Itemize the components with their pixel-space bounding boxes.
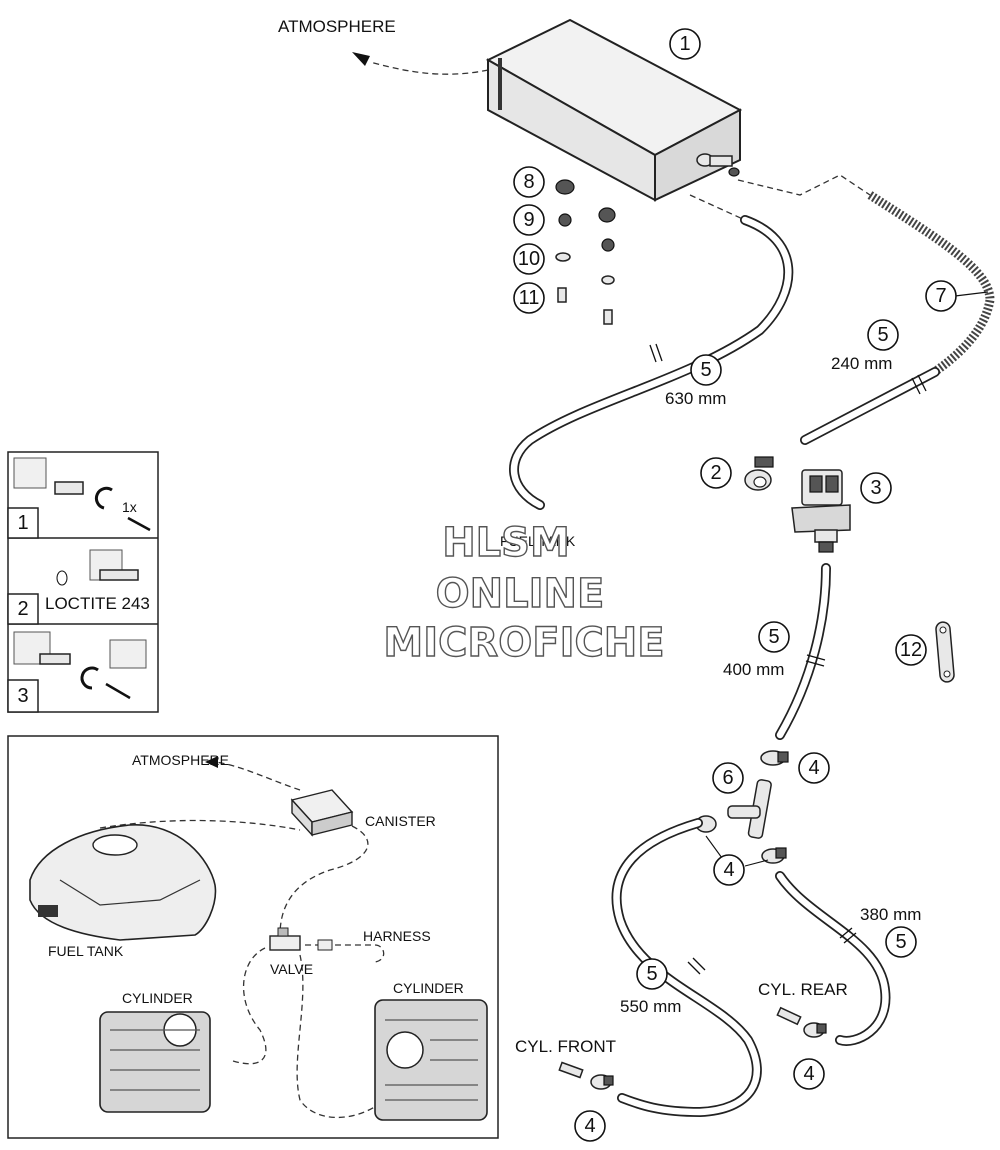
callout-circle [513, 243, 545, 275]
schematic-canister-label: CANISTER [365, 813, 436, 829]
hose-clamp [760, 750, 789, 766]
step-2-note: LOCTITE 243 [45, 594, 150, 613]
callout-circle [895, 634, 927, 666]
watermark-line-2: ONLINE [436, 571, 605, 617]
schematic-valve-label: VALVE [270, 961, 313, 977]
callout-5-d: 5 [646, 963, 657, 985]
callout-circle [574, 1110, 606, 1142]
callout-5-a: 5 [700, 359, 711, 381]
callout-1: 1 [679, 33, 690, 55]
callout-circle [925, 280, 957, 312]
callout-circle [713, 854, 745, 886]
installation-steps-panel [7, 451, 159, 713]
leader-line [744, 859, 769, 867]
hose-380 [775, 871, 891, 1046]
callout-3: 3 [870, 477, 881, 499]
hose-length-400: 400 mm [723, 660, 784, 679]
callout-2: 2 [710, 462, 721, 484]
step-3-number: 3 [17, 685, 28, 707]
hose-length-550: 550 mm [620, 997, 681, 1016]
callout-9: 9 [523, 209, 534, 231]
hose-clamp [695, 815, 787, 864]
schematic-cylinder-left-label: CYLINDER [122, 990, 193, 1006]
callout-circle [690, 354, 722, 386]
callout-circle [860, 472, 892, 504]
callout-4-d: 4 [584, 1115, 595, 1137]
schematic-harness-label: HARNESS [363, 928, 431, 944]
callout-circle [885, 926, 917, 958]
callout-4-b: 4 [723, 859, 734, 881]
schematic-cylinder-right-label: CYLINDER [393, 980, 464, 996]
atmosphere-vent-line [369, 61, 489, 75]
callout-circle [712, 762, 744, 794]
atmosphere-label: ATMOSPHERE [278, 17, 396, 36]
leader-line [954, 291, 989, 297]
step-2-number: 2 [17, 598, 28, 620]
protective-sleeve [867, 191, 995, 379]
callout-circle [793, 1058, 825, 1090]
watermark-line-1: HLSM [442, 520, 570, 566]
canister [485, 18, 743, 202]
bracket-12 [935, 621, 955, 683]
canister-to-sleeve-dash [737, 174, 871, 196]
callout-4-c: 4 [803, 1063, 814, 1085]
schematic-fuel-tank-label: FUEL TANK [48, 943, 124, 959]
hose-length-240: 240 mm [831, 354, 892, 373]
callout-5-b: 5 [877, 324, 888, 346]
callout-5-c: 5 [768, 626, 779, 648]
schematic-panel [7, 735, 499, 1139]
hose-240 [800, 367, 940, 445]
step-1-number: 1 [17, 512, 28, 534]
clamp-2 [744, 456, 774, 491]
cyl-front-label: CYL. FRONT [515, 1037, 616, 1056]
small-parts [555, 179, 616, 325]
callout-7: 7 [935, 285, 946, 307]
step-1-note: 1x [122, 499, 137, 515]
schematic-atmosphere-label: ATMOSPHERE [132, 752, 229, 768]
cyl-rear-label: CYL. REAR [758, 980, 848, 999]
callout-8: 8 [523, 171, 534, 193]
callout-11: 11 [519, 287, 540, 309]
callout-circle [758, 621, 790, 653]
callout-circle [867, 319, 899, 351]
callout-circle [636, 958, 668, 990]
hose-length-380: 380 mm [860, 905, 921, 924]
hose-550 [611, 818, 762, 1117]
callout-circle [798, 752, 830, 784]
callout-10: 10 [518, 248, 540, 270]
callout-12: 12 [900, 639, 922, 661]
t-piece [727, 779, 772, 839]
rear-nipple [776, 1006, 827, 1038]
purge-valve [791, 469, 851, 553]
leader-line [705, 835, 723, 859]
atmosphere-arrow-icon [352, 52, 370, 66]
callout-circle [513, 204, 545, 236]
callout-5-e: 5 [895, 931, 906, 953]
callout-circle [669, 28, 701, 60]
callout-circle [513, 166, 545, 198]
callout-4-a: 4 [808, 757, 819, 779]
fuel-tank-label: FUEL TANK [500, 533, 576, 549]
callout-circle [700, 457, 732, 489]
hose-630 [509, 215, 794, 510]
hose-length-630: 630 mm [665, 389, 726, 408]
callout-6: 6 [722, 767, 733, 789]
front-nipple [558, 1061, 614, 1090]
callout-circle [513, 282, 545, 314]
watermark-line-3: MICROFICHE [383, 620, 664, 666]
canister-to-hose-dash [689, 194, 746, 221]
hose-400 [775, 563, 831, 740]
